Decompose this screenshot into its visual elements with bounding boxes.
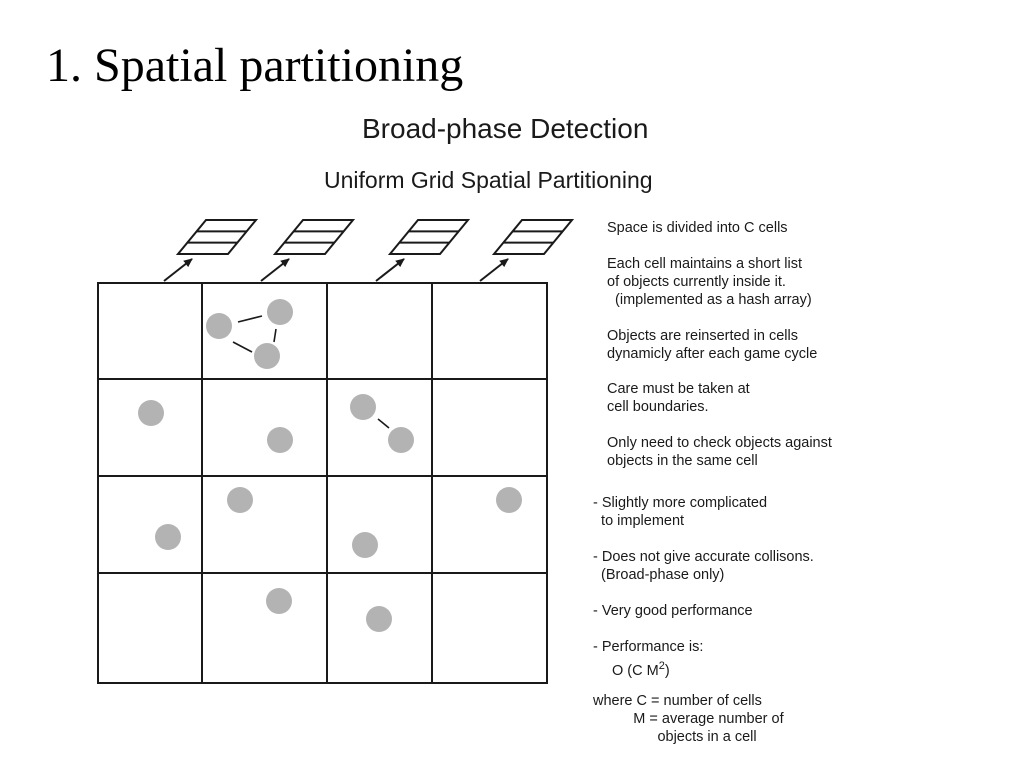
- hash-array-frame: [272, 219, 356, 255]
- grid-cell-r3-c4: [431, 475, 548, 574]
- formula-close: ): [664, 663, 670, 679]
- arrow-icon: [260, 258, 290, 282]
- grid-cell-r4-c1: [97, 572, 203, 684]
- object-circle: [366, 606, 392, 632]
- formula-exponent: 2: [658, 660, 665, 672]
- arrow-icon: [163, 258, 193, 282]
- object-circle: [155, 524, 181, 550]
- hash-array-icons: [163, 219, 575, 282]
- note-same-cell: Only need to check objects against objec…: [607, 435, 832, 469]
- grid-cell-r1-c4: [431, 282, 548, 380]
- object-links: [232, 315, 390, 429]
- object-circle: [138, 400, 164, 426]
- object-circle: [206, 313, 232, 339]
- note-accuracy: - Does not give accurate collisons. (Bro…: [593, 549, 814, 583]
- grid-cell-r4-c2: [201, 572, 328, 684]
- hash-array-frame: [491, 219, 575, 255]
- grid-cell-r4-c4: [431, 572, 548, 684]
- formula-base: O (C M: [612, 663, 659, 679]
- note-boundaries: Care must be taken at cell boundaries.: [607, 381, 750, 415]
- hash-array-icon: [387, 219, 471, 255]
- object-circle: [267, 299, 293, 325]
- grid-cell-r1-c3: [326, 282, 433, 380]
- note-reinsert: Objects are reinserted in cells dynamicl…: [607, 328, 818, 362]
- hash-array-icon: [175, 219, 259, 255]
- note-cell-list: Each cell maintains a short list of obje…: [607, 256, 812, 308]
- figure-title: Broad-phase Detection: [362, 113, 649, 144]
- grid-cell-r2-c4: [431, 378, 548, 477]
- note-performance-is: - Performance is:: [593, 639, 704, 655]
- note-definitions: where C = number of cells M = average nu…: [593, 693, 784, 745]
- arrow-icon: [479, 258, 509, 282]
- grid-cell-r1-c1: [97, 282, 203, 380]
- object-circle: [352, 532, 378, 558]
- object-link: [237, 315, 263, 323]
- grid-cell-r3-c3: [326, 475, 433, 574]
- hash-array-frame: [175, 219, 259, 255]
- object-circle: [266, 588, 292, 614]
- hash-array-frame: [387, 219, 471, 255]
- object-link: [273, 328, 277, 343]
- note-performance: - Very good performance: [593, 603, 753, 619]
- object-circle: [496, 487, 522, 513]
- performance-formula: O (C M2): [612, 660, 670, 680]
- grid-cell-r3-c2: [201, 475, 328, 574]
- arrow-icon: [375, 258, 405, 282]
- grid-cell-r3-c1: [97, 475, 203, 574]
- hash-array-icon: [272, 219, 356, 255]
- object-link: [377, 418, 390, 429]
- slide-title: 1. Spatial partitioning: [46, 39, 464, 92]
- note-cells-count: Space is divided into C cells: [607, 220, 788, 236]
- grid-cells: [97, 282, 548, 684]
- object-circle: [388, 427, 414, 453]
- object-circle: [350, 394, 376, 420]
- object-link: [232, 341, 253, 353]
- hash-array-icon: [491, 219, 575, 255]
- object-circle: [254, 343, 280, 369]
- objects: [138, 299, 522, 632]
- object-circle: [267, 427, 293, 453]
- grid-cell-r2-c1: [97, 378, 203, 477]
- grid-cell-r2-c2: [201, 378, 328, 477]
- note-complicated: - Slightly more complicated to implement: [593, 495, 768, 529]
- grid-cell-r2-c3: [326, 378, 433, 477]
- object-circle: [227, 487, 253, 513]
- figure-subtitle: Uniform Grid Spatial Partitioning: [324, 167, 653, 193]
